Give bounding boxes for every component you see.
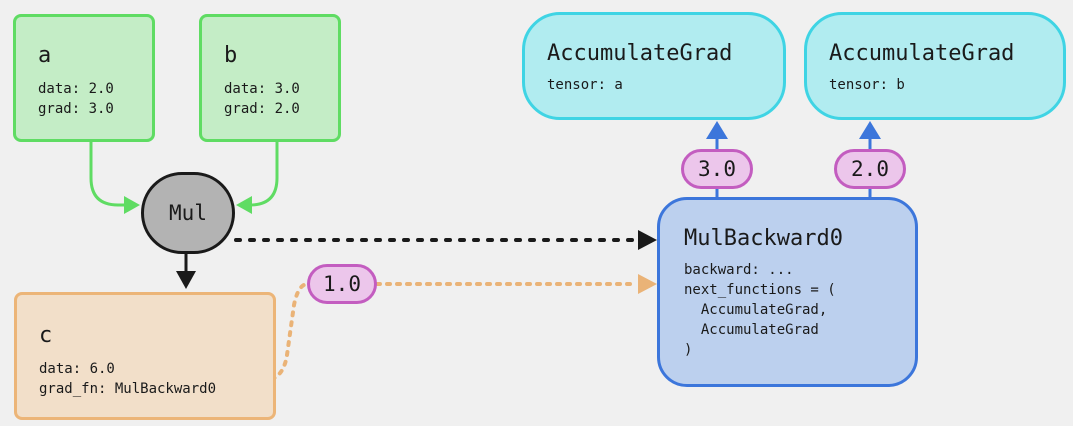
arrowhead-mul-to-mulbackward bbox=[638, 230, 657, 250]
grad-to-b-pill: 2.0 bbox=[834, 149, 906, 189]
accumulate-grad-b-title: AccumulateGrad bbox=[829, 41, 1015, 66]
tensor-b-grad: grad: 2.0 bbox=[224, 101, 300, 117]
accumulate-grad-a-title: AccumulateGrad bbox=[547, 41, 733, 66]
mul-op-node: Mul bbox=[141, 172, 235, 254]
mulbackward-node: MulBackward0 backward: ... next_function… bbox=[657, 197, 918, 387]
accumulate-grad-a-node: AccumulateGrad tensor: a bbox=[522, 12, 786, 120]
mul-op-label: Mul bbox=[169, 201, 207, 225]
arrowhead-mul-to-c bbox=[176, 271, 196, 289]
tensor-a-data: data: 2.0 bbox=[38, 81, 114, 97]
arrowhead-b-to-mul bbox=[236, 196, 252, 214]
mulbackward-line-backward: backward: ... bbox=[684, 262, 794, 278]
tensor-c-data: data: 6.0 bbox=[39, 361, 115, 377]
tensor-b-node: b data: 3.0 grad: 2.0 bbox=[199, 14, 341, 142]
mulbackward-title: MulBackward0 bbox=[684, 226, 843, 251]
accumulate-grad-a-tensor: tensor: a bbox=[547, 77, 623, 93]
tensor-b-name: b bbox=[224, 43, 238, 68]
tensor-a-node: a data: 2.0 grad: 3.0 bbox=[13, 14, 155, 142]
tensor-b-data: data: 3.0 bbox=[224, 81, 300, 97]
arrowhead-to-acc-a bbox=[706, 121, 728, 139]
tensor-c-name: c bbox=[39, 323, 53, 348]
edge-a-to-mul bbox=[89, 142, 128, 207]
arrowhead-a-to-mul bbox=[124, 196, 140, 214]
edge-b-to-mul bbox=[248, 142, 279, 207]
mulbackward-line-accumulate-a: AccumulateGrad, bbox=[684, 302, 828, 318]
tensor-c-node: c data: 6.0 grad_fn: MulBackward0 bbox=[14, 292, 276, 420]
tensor-c-grad-fn: grad_fn: MulBackward0 bbox=[39, 381, 217, 397]
arrowhead-to-acc-b bbox=[859, 121, 881, 139]
mulbackward-line-close: ) bbox=[684, 342, 693, 358]
tensor-a-grad: grad: 3.0 bbox=[38, 101, 114, 117]
arrowhead-grad-to-mulbackward bbox=[638, 274, 657, 294]
accumulate-grad-b-node: AccumulateGrad tensor: b bbox=[804, 12, 1066, 120]
mulbackward-line-next-functions: next_functions = ( bbox=[684, 282, 836, 298]
tensor-a-name: a bbox=[38, 43, 52, 68]
mulbackward-line-accumulate-b: AccumulateGrad bbox=[684, 322, 819, 338]
accumulate-grad-b-tensor: tensor: b bbox=[829, 77, 905, 93]
grad-c-pill: 1.0 bbox=[307, 264, 377, 304]
grad-to-a-pill: 3.0 bbox=[681, 149, 753, 189]
